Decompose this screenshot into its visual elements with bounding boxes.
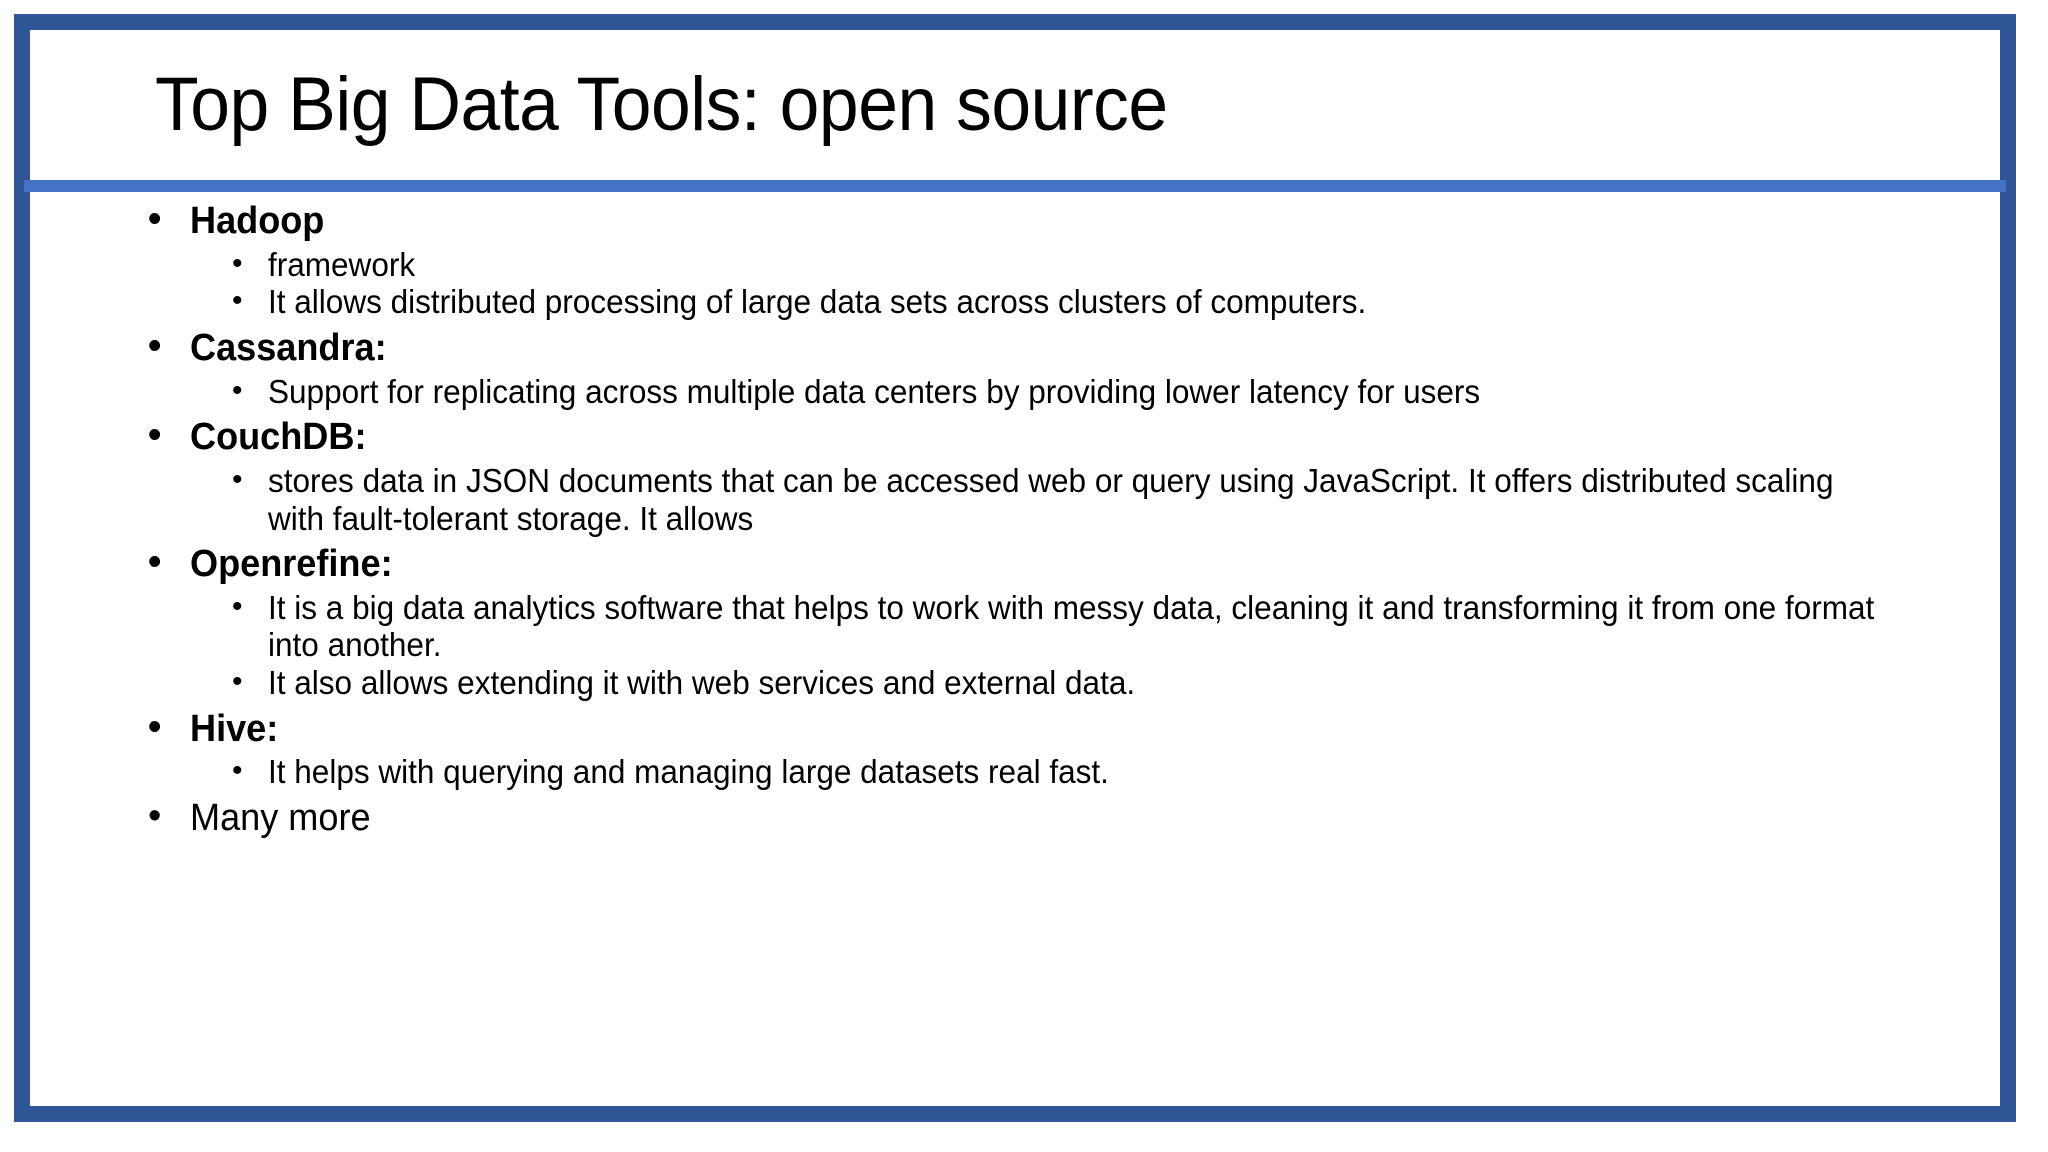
sub-list-item: It helps with querying and managing larg…	[224, 753, 1968, 791]
sub-bullet-text: It allows distributed processing of larg…	[268, 283, 1367, 321]
list-item: Hive: It helps with querying and managin…	[140, 706, 1970, 791]
sub-bullet-text: framework	[268, 245, 416, 283]
list-item: CouchDB: stores data in JSON documents t…	[140, 414, 1970, 537]
sub-bullet-list: It helps with querying and managing larg…	[190, 753, 1970, 791]
sub-bullet-text: It also allows extending it with web ser…	[268, 664, 1136, 702]
sub-bullet-list: It is a big data analytics software that…	[190, 589, 1970, 702]
list-item: Cassandra: Support for replicating acros…	[140, 325, 1970, 411]
sub-list-item: Support for replicating across multiple …	[224, 373, 1968, 411]
sub-bullet-list: stores data in JSON documents that can b…	[190, 462, 1970, 537]
sub-bullet-text: It is a big data analytics software that…	[268, 588, 1875, 664]
bullet-label: CouchDB:	[190, 416, 367, 459]
sub-bullet-text: stores data in JSON documents that can b…	[268, 461, 1834, 537]
list-item: Hadoop framework It allows distributed p…	[140, 198, 1970, 321]
page-title: Top Big Data Tools: open source	[155, 62, 1168, 147]
bullet-label: Hive:	[190, 707, 279, 750]
sub-bullet-list: Support for replicating across multiple …	[190, 373, 1970, 411]
sub-bullet-list: framework It allows distributed processi…	[190, 246, 1970, 321]
sub-list-item: stores data in JSON documents that can b…	[224, 462, 1968, 537]
sub-list-item: framework	[224, 246, 1968, 284]
bullet-label: Hadoop	[190, 200, 325, 242]
slide-title-area: Top Big Data Tools: open source	[30, 30, 2000, 180]
list-item: Many more	[140, 795, 1970, 841]
title-divider	[24, 180, 2006, 192]
sub-list-item: It is a big data analytics software that…	[224, 589, 1968, 664]
list-item: Openrefine: It is a big data analytics s…	[140, 541, 1970, 702]
bullet-label: Many more	[190, 796, 371, 839]
sub-list-item: It allows distributed processing of larg…	[224, 283, 1968, 321]
sub-bullet-text: Support for replicating across multiple …	[268, 372, 1481, 410]
sub-list-item: It also allows extending it with web ser…	[224, 664, 1968, 702]
bullet-list: Hadoop framework It allows distributed p…	[30, 198, 1970, 841]
bullet-label: Openrefine:	[190, 543, 393, 586]
slide-body: Hadoop framework It allows distributed p…	[30, 194, 2000, 1106]
bullet-label: Cassandra:	[190, 326, 387, 369]
slide-frame: Top Big Data Tools: open source Hadoop f…	[14, 14, 2016, 1122]
sub-bullet-text: It helps with querying and managing larg…	[268, 753, 1109, 791]
